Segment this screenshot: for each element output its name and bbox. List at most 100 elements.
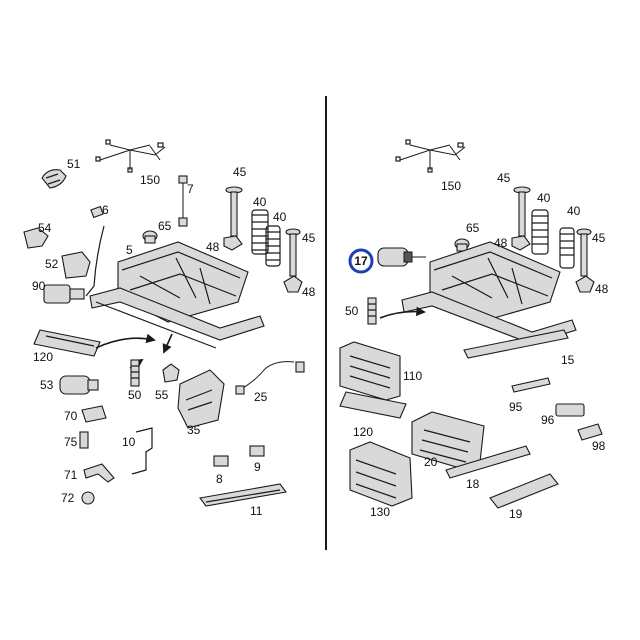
label: 5 <box>126 243 133 257</box>
part-cover-51 <box>41 169 67 189</box>
part-clip-9 <box>249 445 265 457</box>
label: 65 <box>466 221 480 235</box>
label: 40 <box>273 210 287 224</box>
label: 10 <box>122 435 136 449</box>
label: 6 <box>102 203 109 217</box>
label: 55 <box>155 388 169 402</box>
label: 52 <box>45 257 59 271</box>
part-rail-120-right <box>339 391 407 419</box>
label: 40 <box>567 204 581 218</box>
part-cap-65-left <box>142 230 158 244</box>
part-harness-150 <box>95 139 166 173</box>
highlight-ring <box>348 248 374 274</box>
label: 45 <box>497 171 511 185</box>
right-panel <box>339 139 603 509</box>
part-bolt-45-right-a <box>513 186 531 237</box>
part-seat-frame-5 <box>89 241 265 349</box>
label: 150 <box>140 173 160 187</box>
label: 48 <box>302 285 316 299</box>
label: 98 <box>592 439 606 453</box>
label: 51 <box>67 157 81 171</box>
part-motor-17 <box>377 247 426 267</box>
label: 25 <box>254 390 268 404</box>
labels-left: 51 150 7 6 45 40 40 45 54 65 48 48 5 52 … <box>32 157 316 518</box>
part-housing-35 <box>177 369 225 429</box>
label: 48 <box>595 282 609 296</box>
label: 50 <box>345 304 359 318</box>
label: 75 <box>64 435 78 449</box>
part-rod-6 <box>85 205 105 297</box>
part-95 <box>511 377 551 393</box>
part-bracket-48-right <box>511 235 531 251</box>
label: 20 <box>424 455 438 469</box>
part-screw-75 <box>79 431 89 449</box>
part-trim-19 <box>489 473 559 509</box>
part-bolt-45-right-b <box>575 228 595 293</box>
label: 8 <box>216 472 223 486</box>
highlighted-callout-17[interactable]: 17 <box>348 248 374 274</box>
part-spring-40-b <box>265 225 281 267</box>
label: 45 <box>233 165 247 179</box>
label: 54 <box>38 221 52 235</box>
part-cable-25 <box>235 361 305 395</box>
part-nut-72 <box>81 491 95 505</box>
label: 71 <box>64 468 78 482</box>
part-bolt-45-left <box>225 186 243 237</box>
label: 40 <box>253 195 267 209</box>
label: 7 <box>187 182 194 196</box>
label: 110 <box>403 369 422 383</box>
label: 96 <box>541 413 555 427</box>
part-clip-8 <box>213 455 229 467</box>
label: 19 <box>509 507 523 521</box>
part-module-110 <box>339 341 401 401</box>
part-control-unit-20 <box>411 411 485 469</box>
part-trim-130 <box>349 441 413 507</box>
label: 120 <box>33 350 53 364</box>
part-knob-55 <box>162 363 180 383</box>
label: 11 <box>250 504 263 518</box>
part-98 <box>577 423 603 441</box>
label: 150 <box>441 179 461 193</box>
part-rail-120-left <box>33 329 101 357</box>
label: 40 <box>537 191 551 205</box>
label: 53 <box>40 378 54 392</box>
part-screw-50-right <box>367 297 377 325</box>
part-motor-90 <box>43 284 85 304</box>
label: 15 <box>561 353 575 367</box>
label: 130 <box>370 505 390 519</box>
part-bracket-48-left <box>223 235 243 251</box>
label: 65 <box>158 219 172 233</box>
part-harness-150-right <box>395 139 466 173</box>
part-trim-11 <box>199 483 287 507</box>
part-screw-50-left <box>130 359 140 387</box>
label: 90 <box>32 279 46 293</box>
label: 45 <box>592 231 606 245</box>
part-spring-40-right-a <box>531 209 549 255</box>
label: 48 <box>206 240 220 254</box>
label: 18 <box>466 477 480 491</box>
part-bracket-10 <box>131 427 153 475</box>
labels-right: 150 45 40 40 45 65 48 48 50 15 110 95 96… <box>345 171 609 521</box>
part-clip-54 <box>23 227 49 249</box>
part-seat-frame-15 <box>401 241 577 359</box>
label: 50 <box>128 388 142 402</box>
part-lever-71 <box>83 463 115 483</box>
part-96 <box>555 403 585 417</box>
part-70 <box>81 405 107 423</box>
part-spring-40-right-b <box>559 227 575 269</box>
left-panel <box>23 139 305 507</box>
part-sensor-7 <box>178 175 188 227</box>
label: 95 <box>509 400 523 414</box>
label: 120 <box>353 425 373 439</box>
part-52 <box>61 251 91 279</box>
highlight-label: 17 <box>354 254 368 268</box>
part-bolt-45-right <box>283 228 303 293</box>
label: 45 <box>302 231 316 245</box>
label: 48 <box>494 236 508 250</box>
label: 70 <box>64 409 78 423</box>
label: 9 <box>254 460 261 474</box>
label: 35 <box>187 423 201 437</box>
part-rail-18 <box>445 445 531 479</box>
part-motor-53 <box>59 375 99 395</box>
